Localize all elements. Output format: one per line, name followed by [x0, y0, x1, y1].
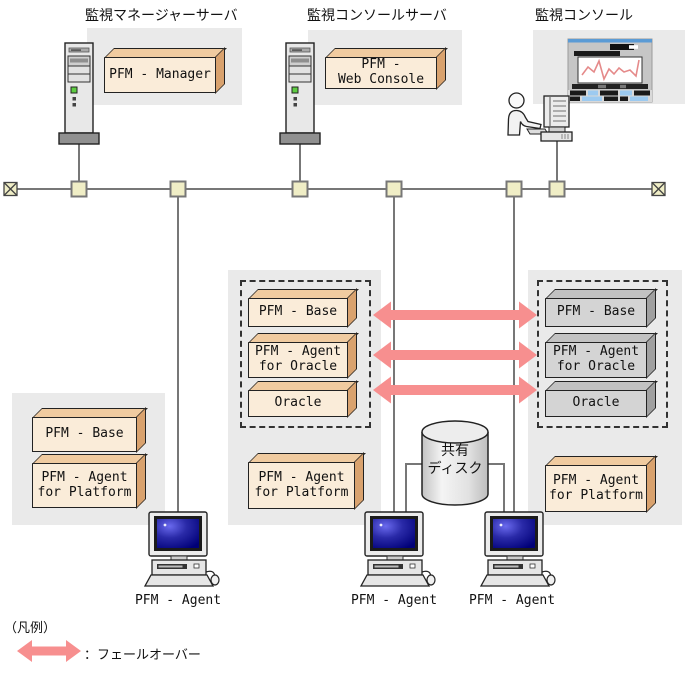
failover-arrow: [373, 341, 537, 369]
active-pfm-agent-oracle-box: PFM - Agent for Oracle: [248, 342, 348, 378]
legend-title: （凡例）: [4, 621, 57, 636]
standalone-pfm-base-box: PFM - Base: [32, 417, 137, 452]
cluster-active-host-label: PFM - Agent: [350, 593, 438, 608]
failover-arrow: [373, 376, 537, 404]
standby-pfm-base-box: PFM - Base: [545, 298, 647, 327]
pfm-web-console-box: PFM - Web Console: [325, 57, 437, 89]
pfm-manager-box: PFM - Manager: [104, 57, 216, 93]
network-node: [70, 180, 566, 198]
manager-server-title: 監視マネージャーサーバ: [85, 8, 238, 24]
console-panel: [533, 30, 685, 104]
standby-pfm-agent-platform-box: PFM - Agent for Platform: [545, 465, 647, 512]
active-pfm-base-box: PFM - Base: [248, 298, 348, 327]
failover-arrow: [373, 301, 537, 329]
console-server-title: 監視コンソールサーバ: [307, 8, 447, 24]
standby-oracle-box: Oracle: [545, 390, 647, 417]
standalone-pfm-agent-platform-box: PFM - Agent for Platform: [32, 463, 137, 508]
cluster-standby-host-label: PFM - Agent: [468, 593, 556, 608]
active-oracle-box: Oracle: [248, 390, 348, 417]
cluster-standby-dashed-group: [537, 280, 668, 428]
shared-disk-label: 共有 ディスク: [427, 443, 483, 478]
legend-failover-label: ：フェールオーバー: [84, 648, 201, 663]
console-title: 監視コンソール: [535, 8, 633, 24]
legend-failover-arrow-icon: [17, 640, 81, 662]
network-terminator-icon: [3, 181, 666, 197]
standalone-agent-host-label: PFM - Agent: [134, 593, 222, 608]
active-pfm-agent-platform-box: PFM - Agent for Platform: [248, 462, 355, 509]
standby-pfm-agent-oracle-box: PFM - Agent for Oracle: [545, 342, 647, 378]
cluster-active-dashed-group: [240, 280, 371, 428]
